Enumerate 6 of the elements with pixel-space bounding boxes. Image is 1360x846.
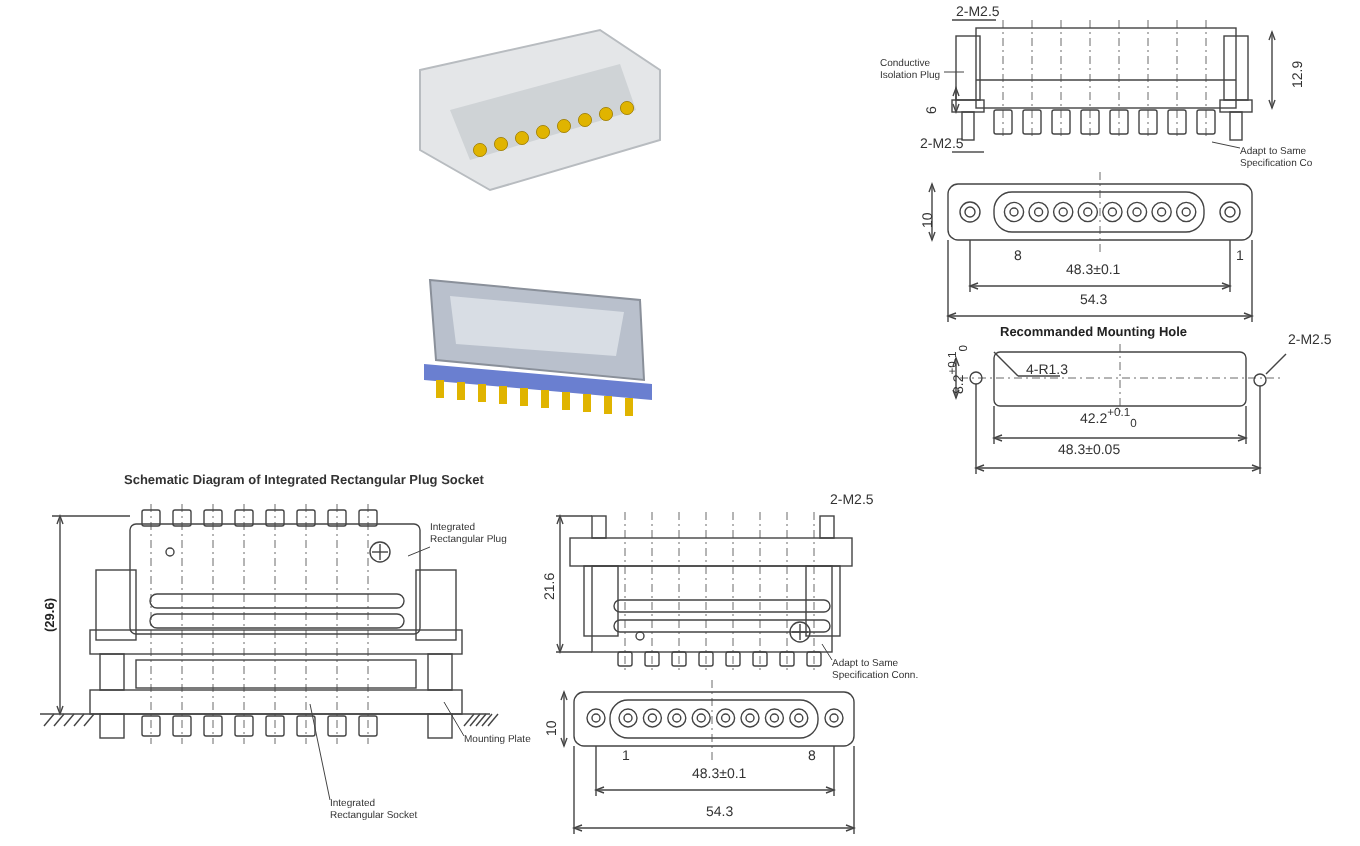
leader-line (309, 703, 331, 801)
leader-line (407, 546, 431, 557)
leader-line (821, 643, 833, 661)
leader-line (443, 701, 465, 737)
leader-line (943, 71, 965, 73)
leader-line (1211, 141, 1241, 149)
